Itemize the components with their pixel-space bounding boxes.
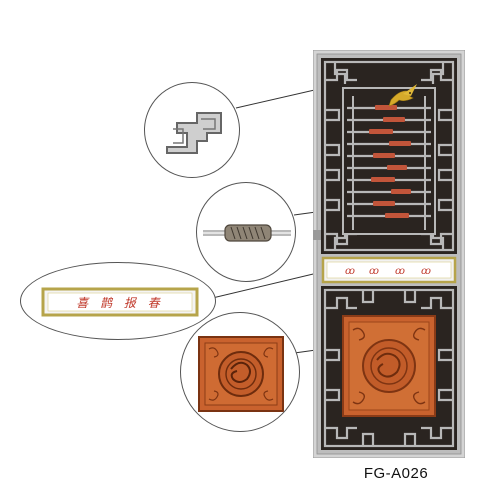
svg-text:ꝏ: ꝏ	[421, 266, 431, 277]
svg-text:ꝏ: ꝏ	[395, 266, 405, 277]
dragon-carving-icon	[198, 336, 284, 412]
fret-pattern-icon	[166, 112, 222, 154]
dragon-carving-icon	[342, 315, 436, 417]
callout-plaque-detail: 喜 鹊 报 春	[20, 262, 216, 340]
middle-plaque: ꝏ ꝏ ꝏ ꝏ	[321, 256, 457, 284]
handle-icon	[203, 224, 291, 242]
magpie-icon	[388, 84, 417, 107]
callout-carving-detail	[180, 312, 300, 432]
svg-text:ꝏ: ꝏ	[345, 266, 355, 277]
svg-text:ꝏ: ꝏ	[369, 266, 379, 277]
callout-fret-detail	[144, 82, 240, 178]
callout-handle-detail	[196, 182, 296, 282]
model-code: FG-A026	[363, 465, 429, 482]
upper-lattice	[321, 58, 457, 254]
plaque-calligraphy: 喜 鹊 报 春	[76, 296, 163, 310]
door-panel-drawing: ꝏ ꝏ ꝏ ꝏ	[312, 49, 466, 459]
plaque-zoom: 喜 鹊 报 春	[41, 287, 199, 317]
handle-icon	[313, 230, 321, 240]
door-panel: ꝏ ꝏ ꝏ ꝏ	[312, 49, 466, 459]
lower-lattice	[321, 286, 457, 450]
